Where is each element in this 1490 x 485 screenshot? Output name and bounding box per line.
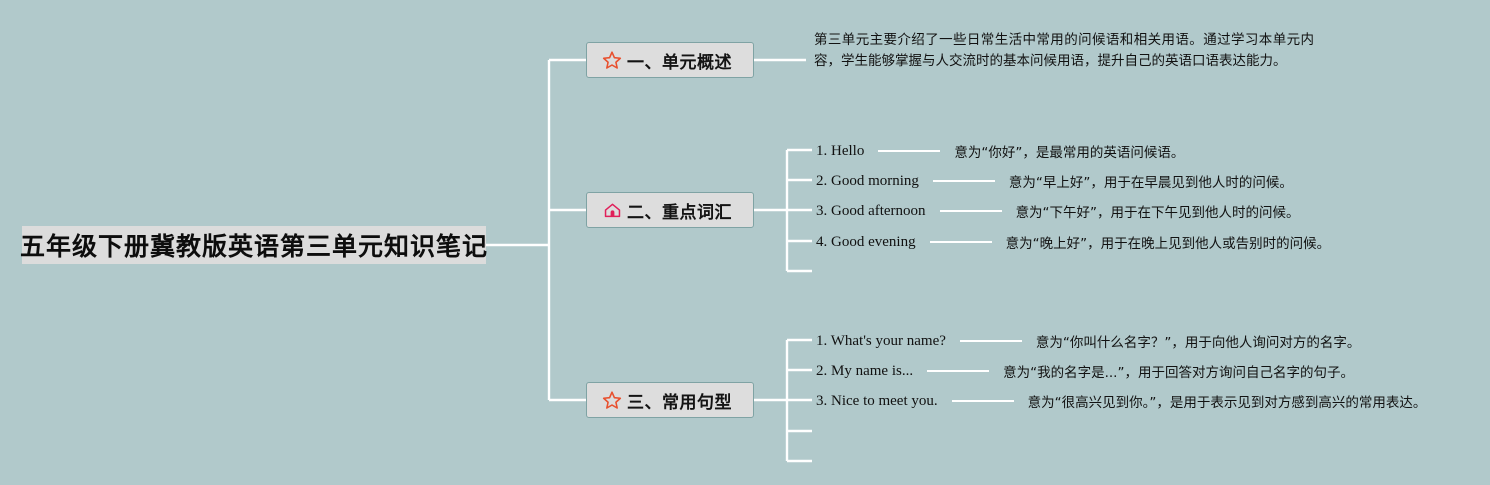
list-item: 3. Good afternoon 意为“下午好”，用于在下午见到他人时的问候。 <box>816 201 1300 222</box>
branch-node-sentences[interactable]: 三、常用句型 <box>586 382 754 418</box>
leaf-description: 意为“我的名字是...”，用于回答对方询问自己名字的句子。 <box>1003 365 1354 381</box>
leaf-separator <box>929 241 992 243</box>
leaf-description: 意为“晚上好”，用于在晚上见到他人或告别时的问候。 <box>1005 236 1331 252</box>
list-item: 1. What's your name? 意为“你叫什么名字？”，用于向他人询问… <box>816 331 1361 352</box>
leaf-term: 1. Hello <box>816 142 865 159</box>
list-item: 3. Nice to meet you. 意为“很高兴见到你。”，是用于表示见到… <box>816 391 1427 412</box>
leaf-separator <box>878 150 941 152</box>
leaf-term: 2. My name is... <box>816 362 914 379</box>
branch-node-sentences-label: 三、常用句型 <box>627 392 732 413</box>
leaf-separator <box>939 210 1002 212</box>
leaf-separator <box>959 340 1022 342</box>
leaf-term: 3. Good afternoon <box>816 202 926 219</box>
leaf-description: 意为“早上好”，用于在早晨见到他人时的问候。 <box>1008 175 1293 191</box>
list-item: 2. My name is... 意为“我的名字是...”，用于回答对方询问自己… <box>816 361 1354 382</box>
star-icon <box>601 389 623 411</box>
overview-body-text: 第三单元主要介绍了一些日常生活中常用的问候语和相关用语。通过学习本单元内容，学生… <box>814 32 1314 69</box>
branch-node-overview-label: 一、单元概述 <box>627 52 732 73</box>
branch-node-vocabulary-label: 二、重点词汇 <box>627 202 732 223</box>
list-item: 2. Good morning 意为“早上好”，用于在早晨见到他人时的问候。 <box>816 171 1293 192</box>
root-node-label: 五年级下册冀教版英语第三单元知识笔记 <box>20 232 489 261</box>
list-item: 4. Good evening 意为“晚上好”，用于在晚上见到他人或告别时的问候… <box>816 232 1331 253</box>
branch-node-overview[interactable]: 一、单元概述 <box>586 42 754 78</box>
leaf-term: 3. Nice to meet you. <box>816 392 938 409</box>
leaf-term: 4. Good evening <box>816 233 916 250</box>
leaf-separator <box>927 370 990 372</box>
leaf-description: 意为“下午好”，用于在下午见到他人时的问候。 <box>1015 205 1300 221</box>
home-icon <box>601 199 623 221</box>
leaf-separator <box>951 400 1014 402</box>
branch-node-vocabulary[interactable]: 二、重点词汇 <box>586 192 754 228</box>
list-item: 1. Hello 意为“你好”，是最常用的英语问候语。 <box>816 141 1185 162</box>
leaf-term: 2. Good morning <box>816 172 919 189</box>
leaf-description: 意为“你好”，是最常用的英语问候语。 <box>954 145 1185 161</box>
root-node[interactable]: 五年级下册冀教版英语第三单元知识笔记 <box>20 226 489 264</box>
leaf-description: 意为“很高兴见到你。”，是用于表示见到对方感到高兴的常用表达。 <box>1027 395 1427 411</box>
leaf-separator <box>932 180 995 182</box>
leaf-term: 1. What's your name? <box>816 332 946 349</box>
star-icon <box>601 49 623 71</box>
leaf-description: 意为“你叫什么名字？”，用于向他人询问对方的名字。 <box>1035 335 1361 351</box>
